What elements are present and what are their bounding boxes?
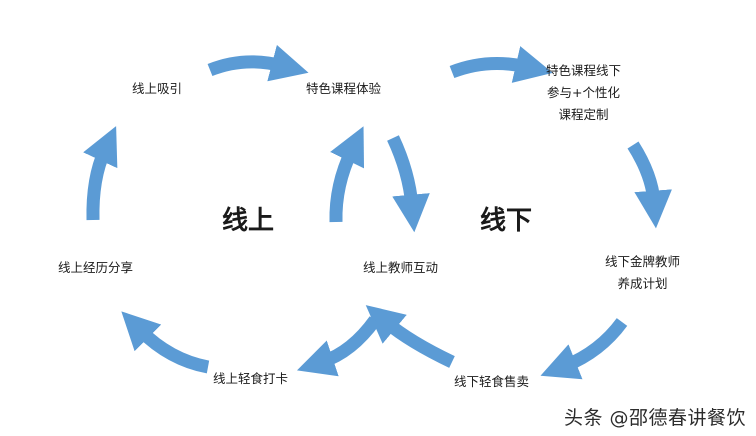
- arrow-teacher-interaction-to-light-food-checkin: [296, 316, 381, 377]
- arrow-light-food-sales-to-teacher-interaction: [365, 305, 455, 368]
- node-online-experience-share: 线上经历分享: [58, 257, 133, 279]
- arrow-experience-to-teacher-interaction: [387, 135, 430, 233]
- node-online-attract-text: 线上吸引: [132, 81, 183, 96]
- node-feature-course-experience: 特色课程体验: [306, 78, 381, 100]
- node-feature-course-experience-text: 特色课程体验: [306, 81, 382, 96]
- node-online-teacher-interaction: 线上教师互动: [363, 257, 438, 279]
- node-offline-light-food-sales: 线下轻食售卖: [454, 371, 529, 393]
- node-online-light-food-checkin: 线上轻食打卡: [213, 368, 288, 390]
- node-offline-gold-teacher-line1: 线下金牌教师: [605, 254, 681, 269]
- watermark: 头条 @邵德春讲餐饮: [563, 407, 746, 429]
- node-feature-course-offline: 特色课程线下 参与+个性化 课程定制: [546, 60, 621, 126]
- node-feature-course-offline-line1: 特色课程线下: [546, 63, 622, 78]
- node-feature-course-offline-line3: 课程定制: [558, 107, 609, 122]
- node-online-light-food-checkin-text: 线上轻食打卡: [213, 371, 289, 386]
- arrow-teacher-interaction-to-experience: [329, 126, 365, 223]
- arrow-gold-teacher-to-light-food-sales: [540, 318, 628, 380]
- arrow-light-food-checkin-to-experience-share: [121, 311, 210, 374]
- arrow-online-attract-to-experience: [207, 44, 309, 82]
- node-online-teacher-interaction-text: 线上教师互动: [363, 260, 439, 275]
- node-offline-gold-teacher-line2: 养成计划: [617, 276, 668, 291]
- section-label-offline: 线下: [480, 206, 533, 236]
- section-label-online: 线上: [222, 206, 275, 236]
- arrow-experience-share-to-online-attract: [83, 126, 118, 221]
- node-offline-light-food-sales-text: 线下轻食售卖: [454, 374, 530, 389]
- arrow-offline-course-to-gold-teacher: [627, 141, 672, 229]
- node-offline-gold-teacher: 线下金牌教师 养成计划: [605, 251, 680, 295]
- node-feature-course-offline-line2: 参与+个性化: [547, 85, 620, 100]
- node-online-attract: 线上吸引: [132, 78, 182, 100]
- arrow-experience-to-offline-course: [449, 46, 553, 83]
- node-online-experience-share-text: 线上经历分享: [58, 260, 134, 275]
